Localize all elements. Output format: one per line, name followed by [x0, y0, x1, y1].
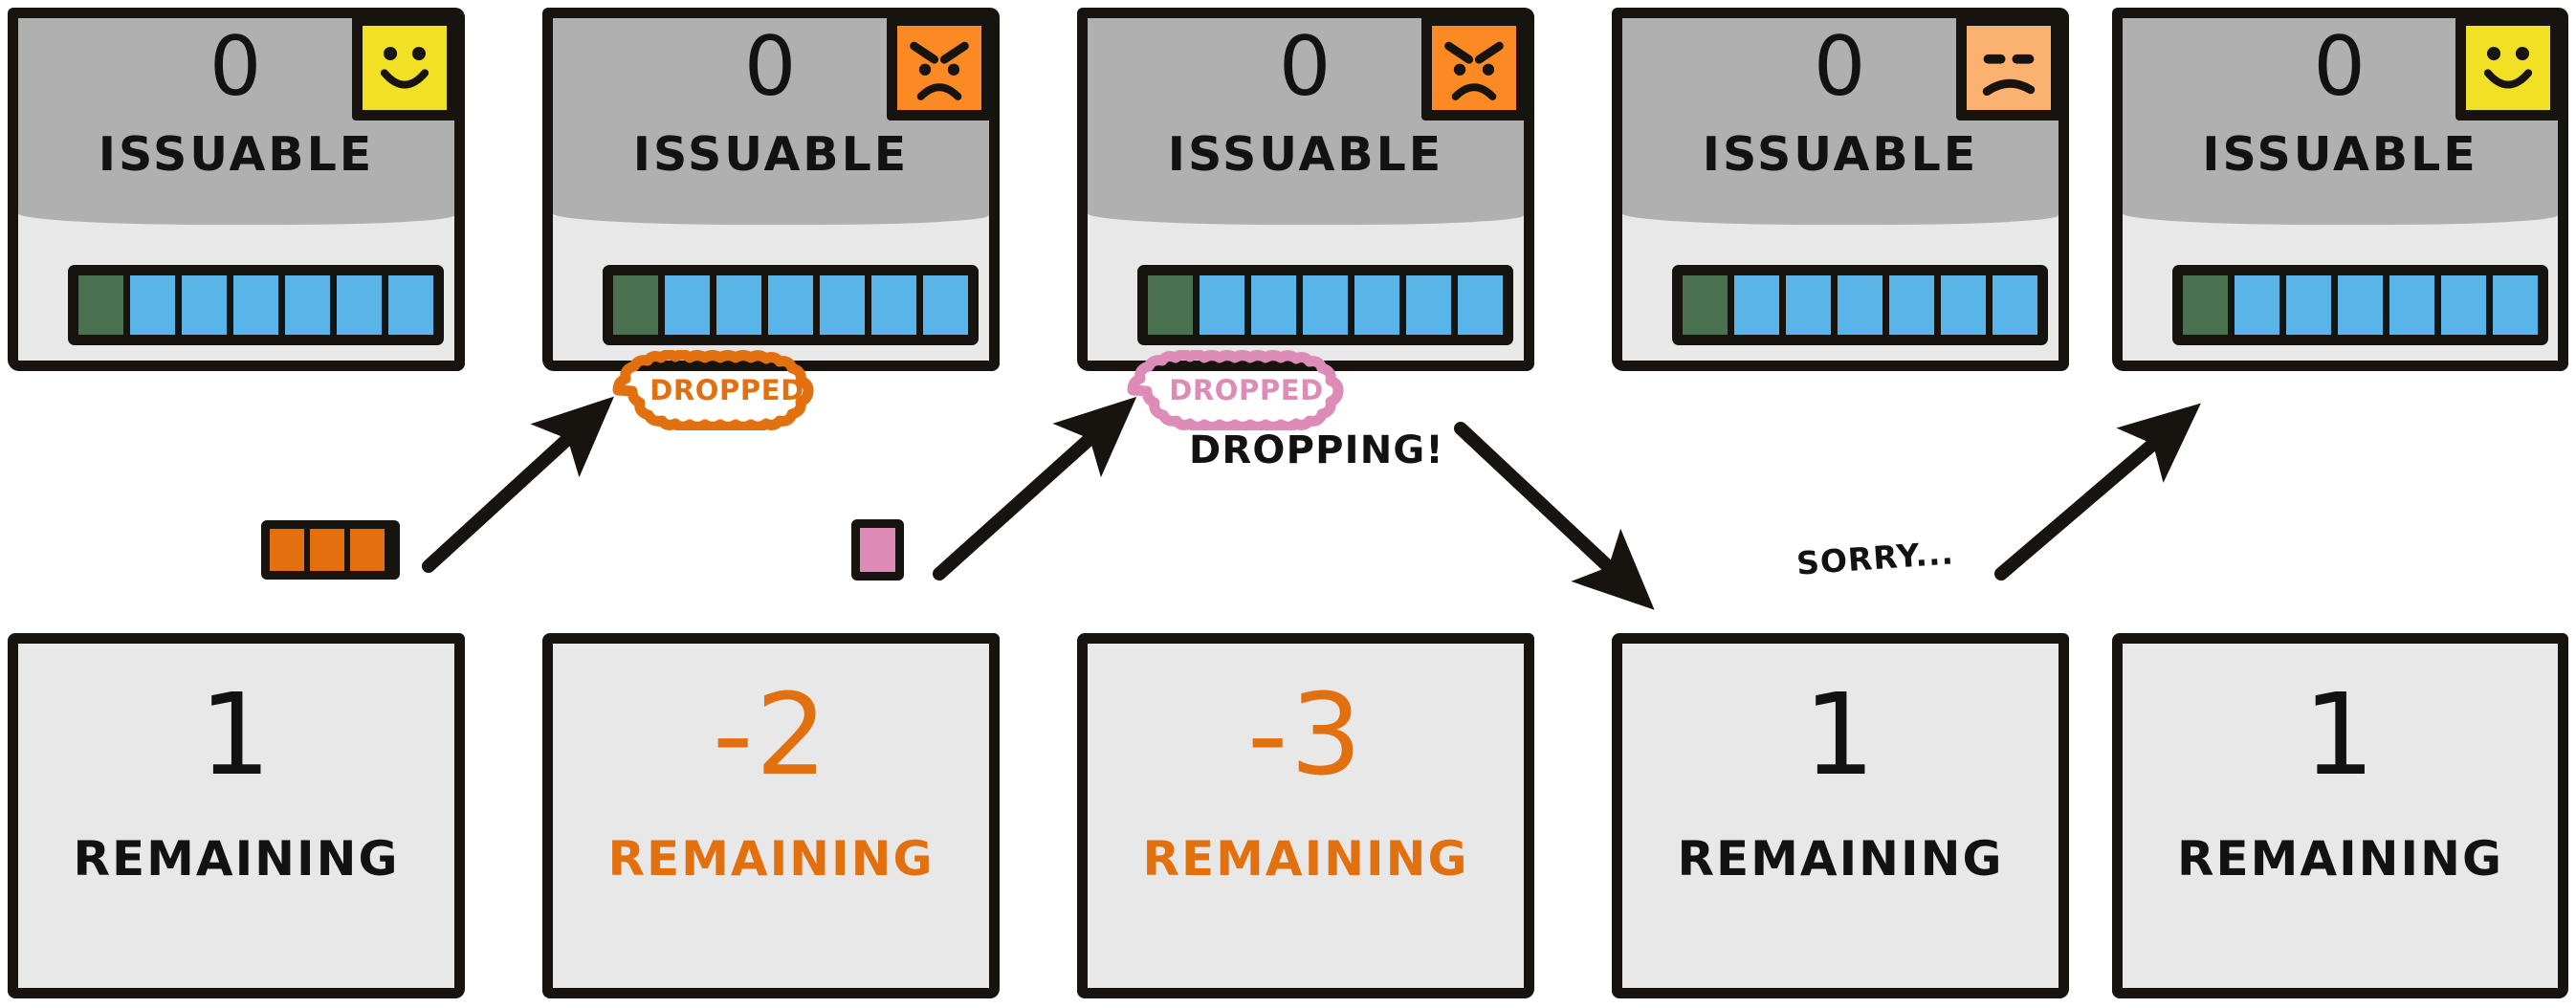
token-buffer-4	[1672, 265, 2048, 345]
angry-face-sticker-2	[887, 15, 992, 121]
remaining-card-3: -3 REMAINING	[1077, 633, 1534, 998]
remaining-value-4: 1	[1803, 668, 1878, 800]
column-2: 0 ISSUABLE -2	[535, 0, 1013, 1008]
token-cell-free	[871, 275, 916, 335]
token-cell-free	[2493, 275, 2538, 335]
issuable-label-5: ISSUABLE	[2202, 127, 2478, 182]
column-5: 0 ISSUABLE 1 REMAINING	[2104, 0, 2576, 1008]
neutral-sad-face-sticker-4	[1956, 15, 2061, 121]
issuable-value-2: 0	[743, 19, 799, 115]
token-buffer-2	[603, 265, 979, 345]
column-1: 0 ISSUABLE 1 REMAINING	[0, 0, 478, 1008]
token-cell-free	[1941, 275, 1986, 335]
token-cell-free	[1303, 275, 1348, 335]
remaining-card-5: 1 REMAINING	[2112, 633, 2568, 998]
pink-request-chip	[851, 519, 904, 581]
token-cell-used	[1148, 275, 1193, 335]
token-cell-free	[1993, 275, 2037, 335]
token-buffer-1	[68, 265, 444, 345]
token-cell-free	[2441, 275, 2486, 335]
token-cell-free	[233, 275, 278, 335]
token-buffer-5	[2172, 265, 2548, 345]
column-3: 0 ISSUABLE -3	[1069, 0, 1548, 1008]
token-cell-free	[2235, 275, 2279, 335]
remaining-label-1: REMAINING	[73, 831, 400, 887]
happy-face-sticker-5	[2455, 15, 2561, 121]
token-cell-used	[78, 275, 123, 335]
issuable-value-5: 0	[2313, 19, 2367, 115]
request-unit	[310, 529, 344, 571]
token-cell-used	[613, 275, 658, 335]
token-cell-free	[1458, 275, 1503, 335]
token-cell-free	[2389, 275, 2434, 335]
token-cell-free	[1786, 275, 1831, 335]
token-cell-free	[1251, 275, 1296, 335]
token-cell-free	[337, 275, 382, 335]
remaining-label-4: REMAINING	[1677, 831, 2004, 887]
issuable-label-3: ISSUABLE	[1167, 127, 1444, 182]
token-cell-free	[820, 275, 865, 335]
request-unit	[860, 528, 895, 572]
token-cell-free	[1734, 275, 1779, 335]
angry-face-sticker-3	[1421, 15, 1527, 121]
issuable-value-4: 0	[1813, 19, 1868, 115]
token-cell-free	[182, 275, 227, 335]
token-cell-free	[716, 275, 761, 335]
remaining-value-3: -3	[1246, 668, 1365, 800]
dropping-note: DROPPING!	[1189, 428, 1444, 472]
issuable-label-4: ISSUABLE	[1702, 127, 1979, 182]
issuable-card-2: 0 ISSUABLE	[542, 8, 1000, 371]
dropped-badge-orange: DROPPED	[612, 350, 842, 430]
remaining-label-5: REMAINING	[2176, 831, 2504, 887]
remaining-card-1: 1 REMAINING	[8, 633, 465, 998]
token-cell-free	[923, 275, 968, 335]
happy-face-sticker-1	[352, 15, 457, 121]
issuable-value-1: 0	[209, 19, 264, 115]
badge-cloud-outline	[1115, 350, 1377, 430]
remaining-label-3: REMAINING	[1142, 831, 1469, 887]
token-cell-free	[1406, 275, 1451, 335]
token-cell-free	[388, 275, 433, 335]
badge-cloud-outline	[601, 350, 853, 430]
token-cell-free	[1354, 275, 1399, 335]
remaining-value-2: -2	[712, 668, 830, 800]
token-cell-free	[285, 275, 330, 335]
orange-request-chip	[261, 520, 400, 580]
remaining-value-5: 1	[2302, 668, 2378, 800]
token-cell-free	[1838, 275, 1882, 335]
dropped-badge-text-3: DROPPED	[1169, 374, 1324, 406]
remaining-label-2: REMAINING	[607, 831, 935, 887]
token-cell-free	[2338, 275, 2383, 335]
issuable-card-4: 0 ISSUABLE	[1612, 8, 2069, 371]
token-cell-free	[1889, 275, 1934, 335]
remaining-value-1: 1	[199, 668, 274, 800]
token-cell-free	[2286, 275, 2331, 335]
remaining-card-2: -2 REMAINING	[542, 633, 1000, 998]
token-cell-free	[130, 275, 175, 335]
issuable-value-3: 0	[1278, 19, 1333, 115]
issuable-label-2: ISSUABLE	[632, 127, 910, 182]
request-unit	[350, 529, 385, 571]
token-cell-free	[1200, 275, 1244, 335]
token-cell-used	[1683, 275, 1728, 335]
column-4: 0 ISSUABLE 1 REMAINING	[1604, 0, 2082, 1008]
request-unit	[270, 529, 304, 571]
token-buffer-3	[1137, 265, 1513, 345]
issuable-label-1: ISSUABLE	[98, 127, 375, 182]
issuable-card-5: 0 ISSUABLE	[2112, 8, 2568, 371]
remaining-card-4: 1 REMAINING	[1612, 633, 2069, 998]
token-cell-free	[665, 275, 710, 335]
issuable-card-1: 0 ISSUABLE	[8, 8, 465, 371]
token-cell-used	[2183, 275, 2228, 335]
issuable-card-3: 0 ISSUABLE	[1077, 8, 1534, 371]
dropped-badge-text-2: DROPPED	[650, 374, 804, 406]
dropped-badge-pink: DROPPED	[1127, 350, 1366, 430]
token-cell-free	[768, 275, 813, 335]
